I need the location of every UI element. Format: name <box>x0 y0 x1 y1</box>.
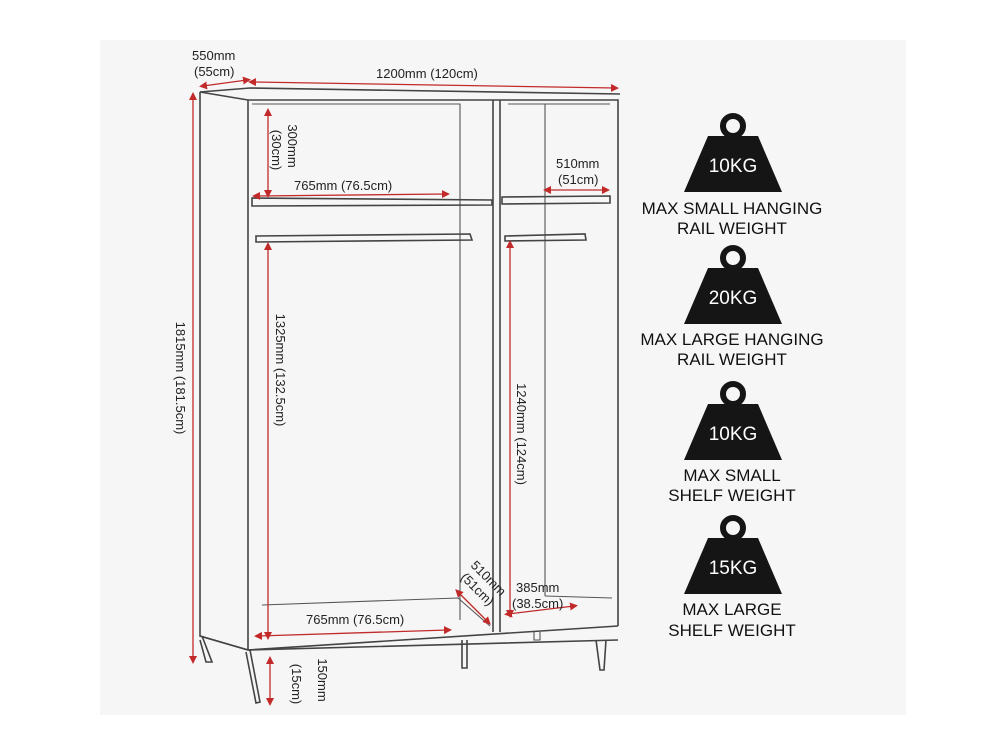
wardrobe-outline <box>199 87 621 704</box>
dimension-labels: 550mm (55cm) 1200mm (120cm) 1815mm (181.… <box>173 48 599 704</box>
weight-icon: 20KG <box>684 245 782 324</box>
weight-caption-4-line1: MAX LARGE <box>682 600 781 619</box>
weight-value-1: 10KG <box>709 156 758 177</box>
leg-height-cm-label: (15cm) <box>289 664 304 704</box>
top-shelf-height-mm-label: 300mm <box>285 124 300 167</box>
height-label: 1815mm (181.5cm) <box>173 322 188 435</box>
right-shelf-width-mm-label: 510mm <box>556 156 599 171</box>
depth-mm-label: 550mm <box>192 48 235 63</box>
weight-icon: 10KG <box>684 381 782 460</box>
left-width-bottom-label: 765mm (76.5cm) <box>306 612 404 627</box>
left-width-top-label: 765mm (76.5cm) <box>294 178 392 193</box>
depth-cm-label: (55cm) <box>194 64 234 79</box>
weight-icon: 10KG <box>684 113 782 192</box>
weight-value-4: 15KG <box>709 558 758 579</box>
weight-caption-2-line2: RAIL WEIGHT <box>677 350 787 369</box>
weight-caption-1-line2: RAIL WEIGHT <box>677 219 787 238</box>
base-depth-mm-label: 385mm <box>516 580 559 595</box>
left-hanging-height-label: 1325mm (132.5cm) <box>273 314 288 427</box>
top-shelf-height-cm-label: (30cm) <box>269 130 284 170</box>
width-label: 1200mm (120cm) <box>376 66 478 81</box>
weight-caption-4-line2: SHELF WEIGHT <box>668 621 796 640</box>
diagram-background <box>100 40 906 715</box>
weight-caption-2-line1: MAX LARGE HANGING <box>640 330 823 349</box>
weight-panel: 10KG MAX SMALL HANGING RAIL WEIGHT 20KG … <box>640 113 824 640</box>
base-depth-cm-label: (38.5cm) <box>512 596 563 611</box>
right-hanging-height-label: 1240mm (124cm) <box>514 383 529 485</box>
right-shelf-width-cm-label: (51cm) <box>558 172 598 187</box>
weight-icon: 15KG <box>684 515 782 594</box>
leg-height-mm-label: 150mm <box>315 658 330 701</box>
weight-value-2: 20KG <box>709 288 758 309</box>
weight-caption-1-line1: MAX SMALL HANGING <box>642 199 823 218</box>
weight-value-3: 10KG <box>709 424 758 445</box>
weight-caption-3-line2: SHELF WEIGHT <box>668 486 796 505</box>
dimension-arrows <box>189 76 619 706</box>
weight-caption-3-line1: MAX SMALL <box>683 466 780 485</box>
